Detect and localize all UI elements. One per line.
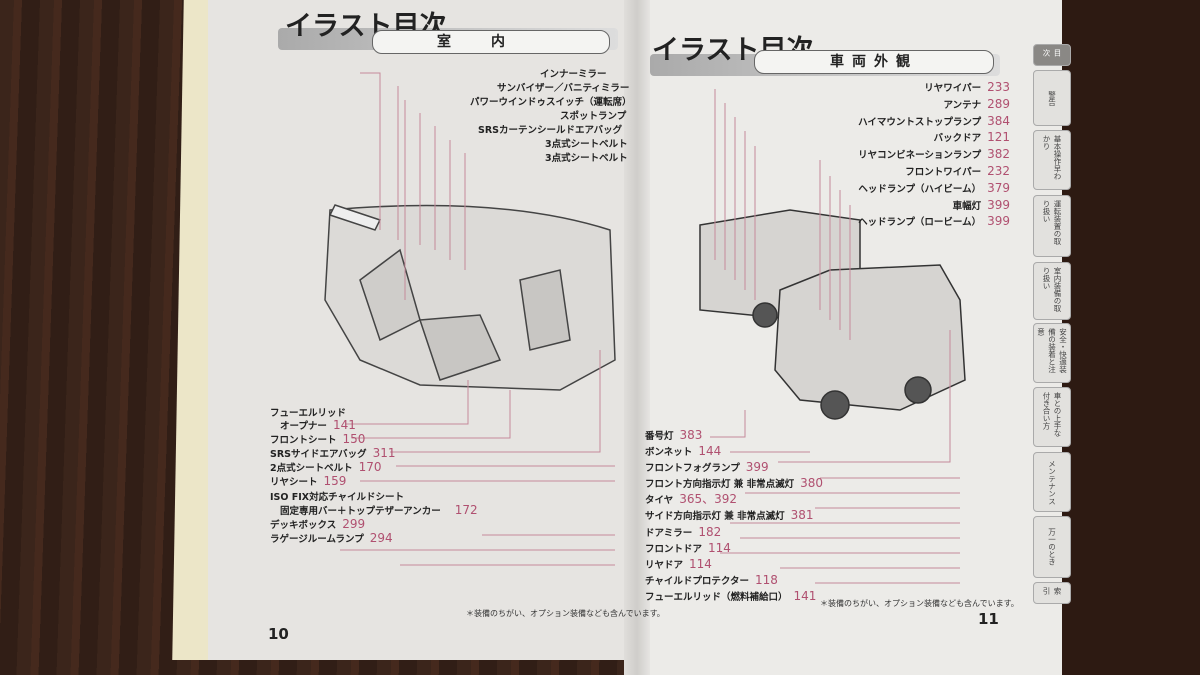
tab-driving-controls[interactable]: 運転装置の取り扱い <box>1033 195 1071 257</box>
page-ref: 365、392 <box>679 492 738 507</box>
page-ref: 144 <box>698 444 722 459</box>
label-front-seat: フロントシート <box>270 435 337 446</box>
label-rear-combination-lamp: リヤコンビネーションランプ <box>858 150 982 162</box>
label-fuel-lid: フューエルリッド（燃料補給口） <box>645 591 788 603</box>
tab-maintenance[interactable]: メンテナンス <box>1033 452 1071 512</box>
label-tire: タイヤ <box>645 495 674 507</box>
tab-car-care[interactable]: 車との上手な付き合い方 <box>1033 387 1071 447</box>
label-2pt-seatbelt: 2点式シートベルト <box>270 463 353 474</box>
label-bonnet: ボンネット <box>645 447 693 459</box>
label-antenna: アンテナ <box>943 99 982 111</box>
right-page-number: 11 <box>978 610 999 628</box>
page-ref: 380 <box>800 476 824 491</box>
label-seatbelt-1: 3点式シートベルト <box>545 139 628 150</box>
label-back-door: バックドア <box>933 133 982 145</box>
page-ref: 172 <box>454 503 478 517</box>
page-ref: 294 <box>369 531 393 545</box>
label-child-protector: チャイルドプロテクター <box>645 575 750 587</box>
label-spot-lamp: スポットランプ <box>560 111 627 122</box>
page-ref: 379 <box>987 180 1010 195</box>
page-ref: 381 <box>790 508 814 523</box>
page-ref: 141 <box>332 418 356 432</box>
label-deck-box: デッキボックス <box>270 520 337 531</box>
tab-warning[interactable]: 警告 <box>1033 70 1071 126</box>
page-ref: 289 <box>987 96 1010 111</box>
label-seatbelt-2: 3点式シートベルト <box>545 153 628 164</box>
label-luggage-lamp: ラゲージルームランプ <box>270 534 364 545</box>
tab-interior-equipment[interactable]: 室内装備の取り扱い <box>1033 262 1071 320</box>
page-ref: 382 <box>987 147 1010 162</box>
tab-index[interactable]: 索引 <box>1033 582 1071 604</box>
tab-contents[interactable]: 目次 <box>1033 44 1071 66</box>
tab-basic-operation[interactable]: 基本操作早わかり <box>1033 130 1071 190</box>
label-door-mirror: ドアミラー <box>645 527 693 539</box>
label-high-mount-stop-lamp: ハイマウントストップランプ <box>858 116 982 128</box>
label-sun-visor: サンバイザー／バニティミラー <box>497 83 630 94</box>
label-front-wiper: フロントワイパー <box>905 166 982 178</box>
page-ref: 311 <box>372 446 396 460</box>
label-curtain-airbag: SRSカーテンシールドエアバッグ <box>478 125 623 136</box>
exterior-illustration <box>699 209 966 420</box>
left-footnote: ＊装備のちがい、オプション装備なども含んでいます。 <box>466 609 665 618</box>
left-page-number: 10 <box>268 625 289 643</box>
label-clearance-lamp: 車幅灯 <box>952 200 982 212</box>
page-ref: 299 <box>342 517 366 531</box>
label-rear-wiper: リヤワイパー <box>924 83 982 94</box>
label-front-door: フロントドア <box>645 543 703 555</box>
page-ref: 141 <box>793 588 817 603</box>
page-ref: 121 <box>987 130 1010 145</box>
page-ref: 232 <box>987 163 1010 178</box>
label-license-lamp: 番号灯 <box>645 431 674 442</box>
page-ref: 399 <box>987 197 1010 212</box>
left-page-subtitle: 室内 <box>372 30 610 54</box>
label-headlamp-low: ヘッドランプ（ロービーム） <box>858 217 982 229</box>
right-footnote: ＊装備のちがい、オプション装備なども含んでいます。 <box>820 599 1019 608</box>
tab-safety-equipment[interactable]: 安全・快適装備の装着と注意 <box>1033 323 1071 383</box>
interior-illustration <box>324 204 616 391</box>
page-ref: 399 <box>987 214 1010 229</box>
label-inner-mirror: インナーミラー <box>540 69 607 80</box>
label-isofix: ISO FIX対応チャイルドシート <box>270 492 405 503</box>
page-ref: 159 <box>323 474 347 488</box>
label-opener: オープナー <box>280 421 327 432</box>
label-side-airbag: SRSサイドエアバッグ <box>270 449 367 460</box>
right-page-subtitle: 車両外観 <box>754 50 994 74</box>
label-front-fog-lamp: フロントフォグランプ <box>645 463 740 475</box>
page-ref: 118 <box>755 572 778 587</box>
label-side-turn-signal: サイド方向指示灯 兼 非常点滅灯 <box>645 511 785 523</box>
label-rear-seat: リヤシート <box>270 477 318 488</box>
book-gutter <box>624 0 650 675</box>
page-ref: 383 <box>679 428 703 442</box>
exterior-bottom-labels: 番号灯 383 ボンネット 144 フロントフォグランプ 399 フロント方向指示灯 … <box>645 428 823 605</box>
label-front-turn-signal: フロント方向指示灯 兼 非常点滅灯 <box>645 479 795 491</box>
label-headlamp-high: ヘッドランプ（ハイビーム） <box>858 183 982 195</box>
page-ref: 233 <box>987 80 1010 94</box>
label-rear-door: リヤドア <box>645 559 684 571</box>
page-ref: 384 <box>987 113 1010 128</box>
page-ref: 399 <box>745 460 769 475</box>
page-ref: 182 <box>698 524 722 539</box>
label-fuel-lid: フューエルリッド <box>270 408 347 419</box>
page-ref: 150 <box>342 432 366 446</box>
label-tether-anchor: 固定専用バー＋トップテザーアンカー <box>280 506 441 517</box>
dark-background-right <box>1062 0 1200 675</box>
leader-lines <box>340 72 960 584</box>
label-power-window-switch: パワーウインドゥスイッチ（運転席） <box>470 97 632 108</box>
page-ref: 114 <box>689 556 712 571</box>
tab-emergency[interactable]: 万一のとき <box>1033 516 1071 578</box>
exterior-top-labels: リヤワイパー 233 アンテナ 289 ハイマウントストップランプ 384 バックドア… <box>858 80 1010 231</box>
page-ref: 114 <box>708 540 731 555</box>
page-ref: 170 <box>358 460 382 474</box>
